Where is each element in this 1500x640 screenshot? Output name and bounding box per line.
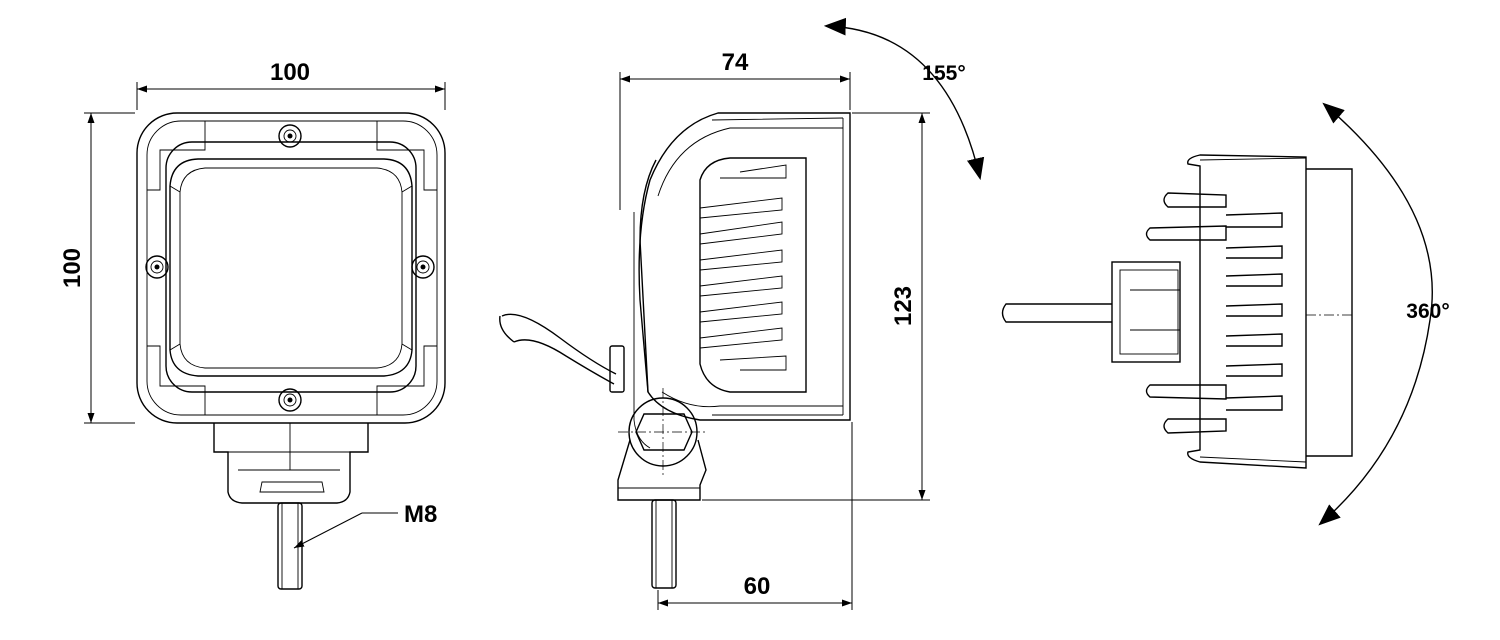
thread-label: M8: [404, 501, 437, 528]
side-depth-label: 74: [722, 49, 749, 76]
bracket-depth-label: 60: [744, 573, 771, 600]
rotation-angle-label: 360°: [1406, 300, 1449, 323]
front-height-label: 100: [59, 248, 86, 288]
screw-right: [411, 255, 435, 279]
rotation-arc: 360°: [1318, 102, 1450, 526]
screw-left: [145, 255, 169, 279]
tilt-angle-label: 155°: [922, 62, 965, 85]
front-view: [136, 112, 446, 590]
side-height-label: 123: [890, 286, 917, 326]
dim-side-depth: 74: [619, 49, 851, 210]
dim-side-height: 123: [702, 112, 930, 501]
tilt-arc: 155°: [823, 17, 985, 181]
top-view: [1001, 154, 1353, 469]
dim-front-width: 100: [136, 59, 446, 110]
dim-front-height: 100: [59, 112, 135, 424]
thread-callout: M8: [293, 501, 437, 549]
dim-bracket-depth: 60: [657, 422, 853, 610]
screw-top: [278, 124, 302, 148]
screw-bottom: [278, 388, 302, 412]
front-width-label: 100: [270, 59, 310, 86]
side-view: [499, 112, 851, 589]
